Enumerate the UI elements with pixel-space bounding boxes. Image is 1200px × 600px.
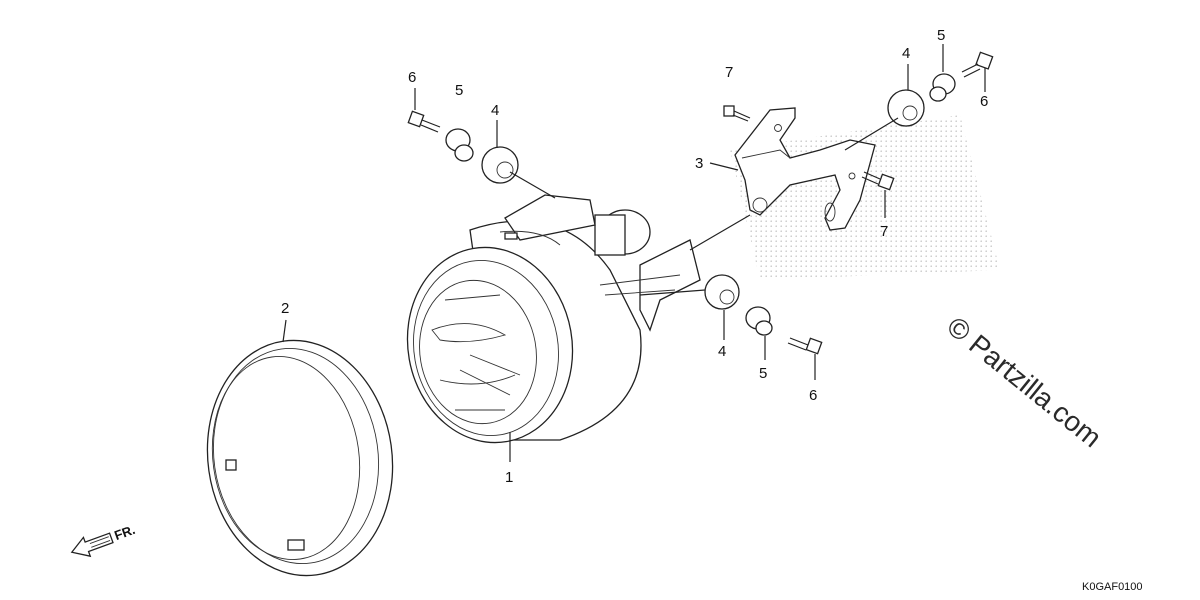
front-marker-label: FR. [112, 522, 137, 543]
callout-2: 2 [281, 300, 289, 317]
rubber-right [887, 89, 925, 127]
callout-leaders [282, 44, 986, 462]
callout-6-left: 6 [408, 69, 416, 86]
callout-5-left: 5 [455, 82, 463, 99]
rubber-lower [704, 274, 740, 310]
callout-4-left: 4 [491, 102, 499, 119]
bolt-lower [787, 337, 823, 355]
callout-1: 1 [505, 469, 513, 486]
front-direction-marker: FR. [70, 522, 137, 558]
bolt-stay-top [723, 105, 751, 122]
callout-5-right: 5 [937, 27, 945, 44]
collar-left [445, 128, 474, 162]
callout-7-top: 7 [725, 64, 733, 81]
watermark: © Partzilla.com [941, 311, 1107, 454]
bolt-right [961, 51, 994, 78]
callout-4-right: 4 [902, 45, 910, 62]
callout-3: 3 [695, 155, 703, 172]
rubber-left [481, 146, 519, 184]
callout-4-lower: 4 [718, 343, 726, 360]
callout-6-right: 6 [980, 93, 988, 110]
bolt-left [407, 110, 441, 133]
callout-7-side: 7 [880, 223, 888, 240]
callout-5-lower: 5 [759, 365, 767, 382]
callout-6-lower: 6 [809, 387, 817, 404]
collar-right [929, 73, 956, 102]
diagram-code: K0GAF0100 [1082, 581, 1143, 593]
collar-lower [745, 306, 773, 336]
bolt-stay-side [861, 171, 895, 191]
headlight-rim [206, 339, 394, 577]
headlight-stay [734, 107, 876, 231]
assembly-lines [509, 117, 899, 296]
callout-labels: 1 2 3 6 5 4 4 5 6 4 5 6 7 7 [281, 27, 988, 486]
headlight-unit [406, 194, 701, 444]
